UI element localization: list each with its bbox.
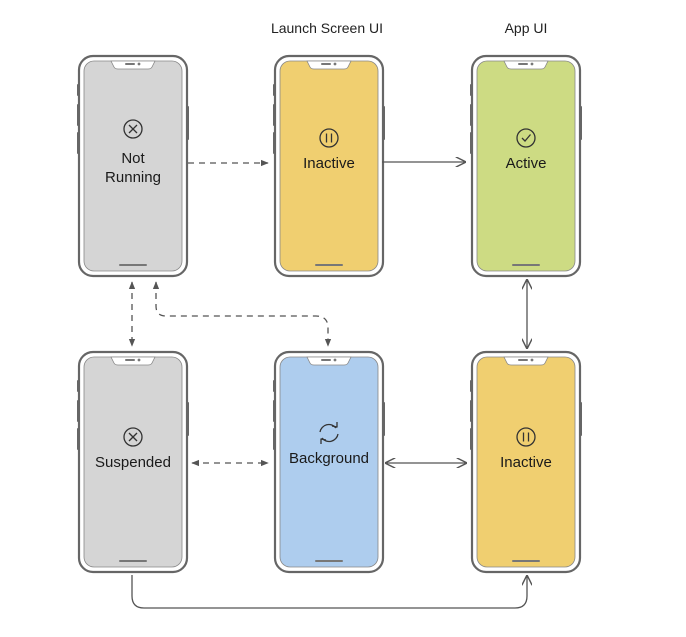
pause-circle-icon bbox=[319, 128, 339, 148]
phone-inactive-app: Inactive bbox=[470, 350, 582, 574]
home-indicator bbox=[119, 560, 147, 562]
x-circle-icon bbox=[123, 119, 143, 139]
phone-inactive-launch: Inactive bbox=[273, 54, 385, 278]
state-label-line1: Not bbox=[121, 150, 145, 167]
x-circle-icon bbox=[123, 427, 143, 447]
state-label: Inactive bbox=[500, 454, 552, 471]
state-label: Active bbox=[506, 155, 547, 172]
refresh-icon bbox=[319, 422, 339, 444]
state-label: Background bbox=[289, 450, 369, 467]
phone-suspended: Suspended bbox=[77, 350, 189, 574]
phone-active: Active bbox=[470, 54, 582, 278]
launch-screen-header: Launch Screen UI bbox=[270, 20, 384, 36]
phone-background: Background bbox=[273, 350, 385, 574]
home-indicator bbox=[119, 264, 147, 266]
check-circle-icon bbox=[516, 128, 536, 148]
state-label: Suspended bbox=[95, 454, 171, 471]
home-indicator bbox=[512, 264, 540, 266]
home-indicator bbox=[512, 560, 540, 562]
state-label-line2: Running bbox=[105, 169, 161, 186]
state-label: Inactive bbox=[303, 155, 355, 172]
arrow-suspended-to-inactive bbox=[131, 575, 527, 609]
home-indicator bbox=[315, 560, 343, 562]
app-ui-header: App UI bbox=[504, 20, 548, 36]
pause-circle-icon bbox=[516, 427, 536, 447]
connectors bbox=[128, 162, 527, 609]
arrow-notrunning-background bbox=[152, 281, 332, 347]
home-indicator bbox=[315, 264, 343, 266]
